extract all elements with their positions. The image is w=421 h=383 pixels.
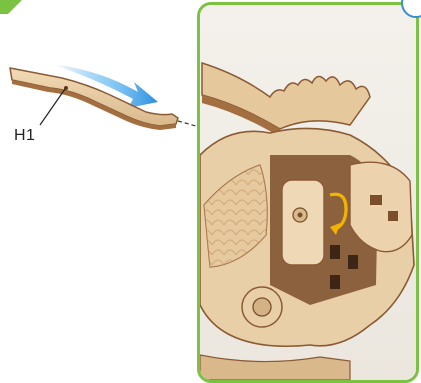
assembly-illustration [200, 5, 416, 380]
part-label-h1: H1 [14, 127, 35, 145]
assembly-detail-view [197, 2, 419, 383]
corner-tab [0, 0, 22, 14]
part-h1-illustration [0, 40, 200, 190]
